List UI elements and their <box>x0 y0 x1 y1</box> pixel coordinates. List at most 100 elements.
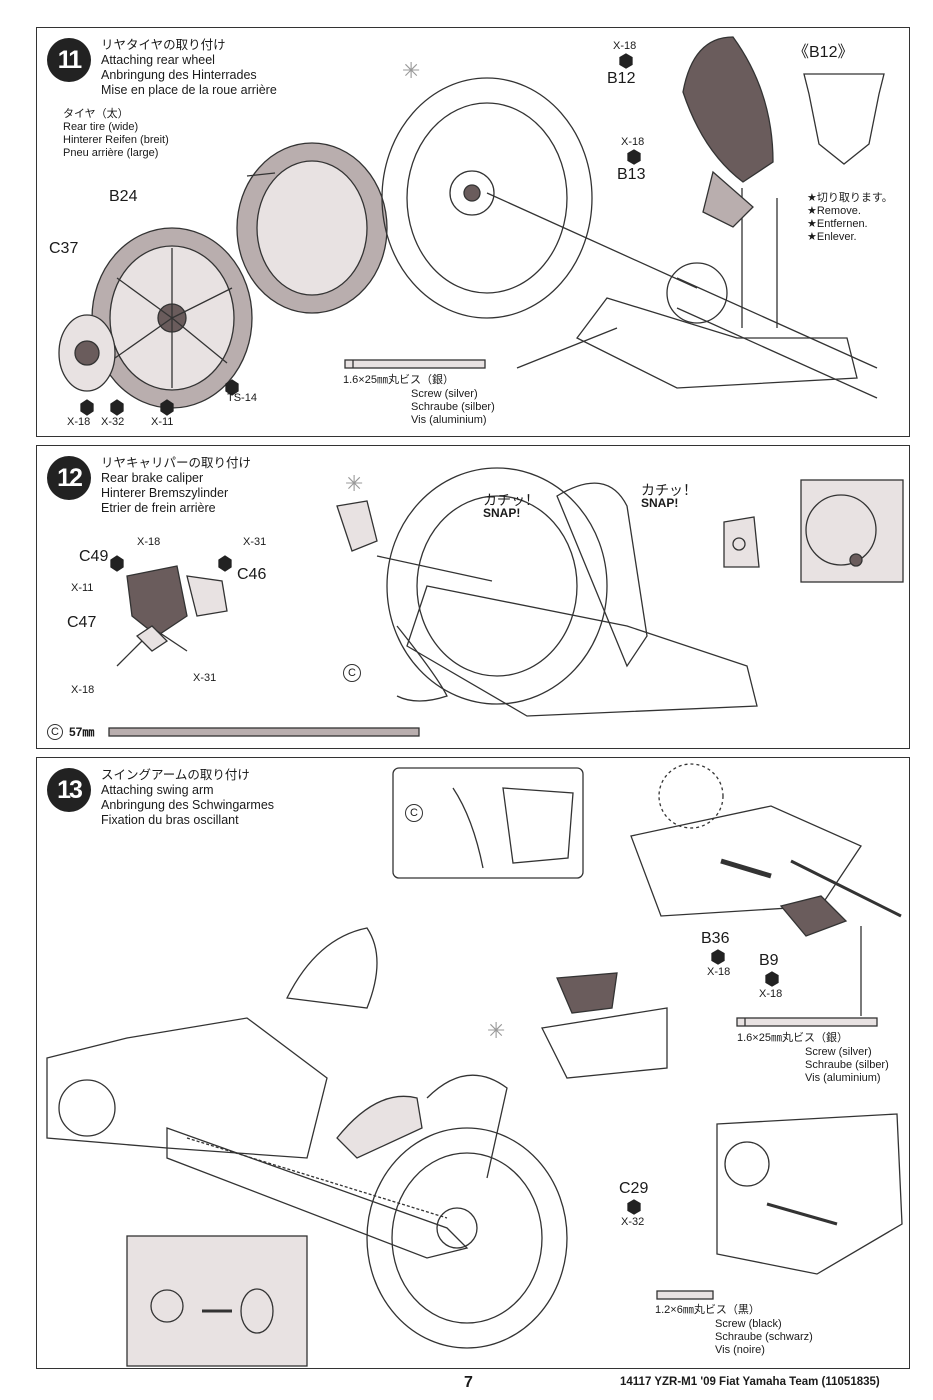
motorcycle-main-illustration: ✳ <box>46 927 568 1349</box>
screw-info: Screw (silver) Schraube (silber) Vis (al… <box>411 388 495 427</box>
snap-en: SNAP! <box>483 506 521 520</box>
snap-ja: カチッ！ <box>483 492 539 508</box>
swingarm <box>576 297 858 389</box>
screw2-fr: Vis (noire) <box>715 1344 765 1356</box>
step-11-title: リヤタイヤの取り付け Attaching rear wheel Anbringu… <box>101 38 277 98</box>
tube-length-bar <box>108 727 420 737</box>
step-11-number: 11 <box>47 38 91 82</box>
screw-size: 1.6×25㎜丸ビス（銀） <box>737 1032 848 1044</box>
screw2-size: 1.2×6㎜丸ビス（黒） <box>655 1304 760 1316</box>
step-12-panel: 12 リヤキャリパーの取り付け Rear brake caliper Hinte… <box>36 445 910 749</box>
caliper-c47 <box>135 625 169 652</box>
step-13-number: 13 <box>47 768 91 812</box>
code-ts14: TS-14 <box>227 392 257 404</box>
tire-ja: タイヤ（太） <box>63 108 129 120</box>
remove-fr: ★Enlever. <box>807 231 857 243</box>
muffler <box>336 1095 423 1159</box>
caliper-illustration <box>110 555 232 667</box>
code-x18: X-18 <box>67 416 91 428</box>
title-de: Hinterer Bremszylinder <box>101 486 229 500</box>
rear-wheel-illustration <box>58 142 388 416</box>
screw2-en: Screw (black) <box>715 1318 782 1330</box>
title-fr: Mise en place de la roue arrière <box>101 83 277 97</box>
collar <box>240 1288 274 1334</box>
code-x32: X-32 <box>101 416 125 428</box>
caliper-c49 <box>126 565 188 637</box>
remove-en: ★Remove. <box>807 205 861 217</box>
code-x11: X-11 <box>151 416 174 428</box>
part-b9: B9 <box>759 952 779 969</box>
screw-silver-icon <box>344 359 486 369</box>
rear-tire <box>366 1127 568 1349</box>
snap-label-1: カチッ！ SNAP! <box>483 492 539 520</box>
tire-en: Rear tire (wide) <box>63 121 139 133</box>
brake-line-c <box>396 625 448 702</box>
svg-text:✳: ✳ <box>345 471 363 496</box>
fender <box>426 1074 508 1179</box>
step-12-title: リヤキャリパーの取り付け Rear brake caliper Hinterer… <box>101 456 251 516</box>
part-c49: C49 <box>79 548 109 565</box>
footpeg-detail-illustration <box>716 1113 903 1275</box>
title-de: Anbringung des Hinterrades <box>101 68 257 82</box>
part-b24: B24 <box>109 188 138 205</box>
screw-fr: Vis (aluminium) <box>411 414 487 426</box>
c-label: C <box>348 667 356 679</box>
c-length: 57㎜ <box>69 725 95 739</box>
brake-line <box>452 787 484 869</box>
code-b36: X-18 <box>707 966 731 978</box>
wheel-outline <box>386 467 608 705</box>
screw-de: Schraube (silber) <box>805 1059 889 1071</box>
seat-cowl <box>286 927 378 1009</box>
part-c46: C46 <box>237 566 267 583</box>
caliper-c46 <box>186 575 228 617</box>
screw-info: Screw (silver) Schraube (silber) Vis (al… <box>805 1046 889 1085</box>
fender-outline <box>556 482 648 668</box>
sprocket <box>666 262 728 324</box>
swingarm-outline <box>406 585 758 717</box>
code-x31: X-31 <box>193 672 217 684</box>
remove-note: ★切り取ります。 ★Remove. ★Entfernen. ★Enlever. <box>807 192 893 244</box>
tire-inner <box>256 160 368 296</box>
screw-size: 1.6×25㎜丸ビス（銀） <box>343 374 454 386</box>
routing-c-circle: C <box>405 804 423 822</box>
snap2-en: SNAP! <box>641 496 679 510</box>
snap2-ja: カチッ！ <box>641 482 697 498</box>
caliper-assembly-illustration: ✳ <box>336 467 758 717</box>
hex-icon <box>711 949 725 965</box>
step-12-number: 12 <box>47 456 91 500</box>
title-en: Attaching swing arm <box>101 783 214 797</box>
title-en: Rear brake caliper <box>101 471 204 485</box>
title-ja: リヤキャリパーの取り付け <box>101 456 252 470</box>
screw2-de: Schraube (schwarz) <box>715 1331 813 1343</box>
snap-label-2: カチッ！ SNAP! <box>641 482 697 510</box>
svg-text:✳: ✳ <box>487 1018 505 1043</box>
hex-icon <box>627 149 641 165</box>
title-fr: Fixation du bras oscillant <box>101 813 239 827</box>
screw-en: Screw (silver) <box>805 1046 872 1058</box>
tire-fr: Pneu arrière (large) <box>63 147 159 159</box>
step-13-title: スイングアームの取り付け Attaching swing arm Anbring… <box>101 768 274 828</box>
brake-line-label: C <box>343 664 361 682</box>
part-b13: B13 <box>617 166 646 183</box>
inset-frame <box>800 479 904 583</box>
remove-ja: ★切り取ります。 <box>807 192 893 204</box>
title-ja: スイングアームの取り付け <box>101 768 250 782</box>
code-c49: X-18 <box>137 536 161 548</box>
arm-detail-illustration <box>541 972 668 1079</box>
fender-b12 <box>682 36 774 183</box>
part-c47: C47 <box>67 614 97 631</box>
brake-line-routing-inset <box>392 767 584 879</box>
b12-fender-illustration <box>682 36 774 228</box>
hex-icon <box>619 53 633 69</box>
code-b13: X-18 <box>621 136 645 148</box>
snap-part <box>723 516 760 568</box>
code-x18: X-18 <box>71 684 95 696</box>
part-b36: B36 <box>701 930 730 947</box>
part-c29: C29 <box>619 1180 649 1197</box>
chain-bottom <box>676 307 878 399</box>
axle-screw <box>516 327 618 369</box>
tire-label: タイヤ（太） Rear tire (wide) Hinterer Reifen … <box>63 108 169 160</box>
frame-body <box>46 1017 328 1159</box>
code-c46: X-31 <box>243 536 267 548</box>
part-b9-shape <box>779 895 848 937</box>
